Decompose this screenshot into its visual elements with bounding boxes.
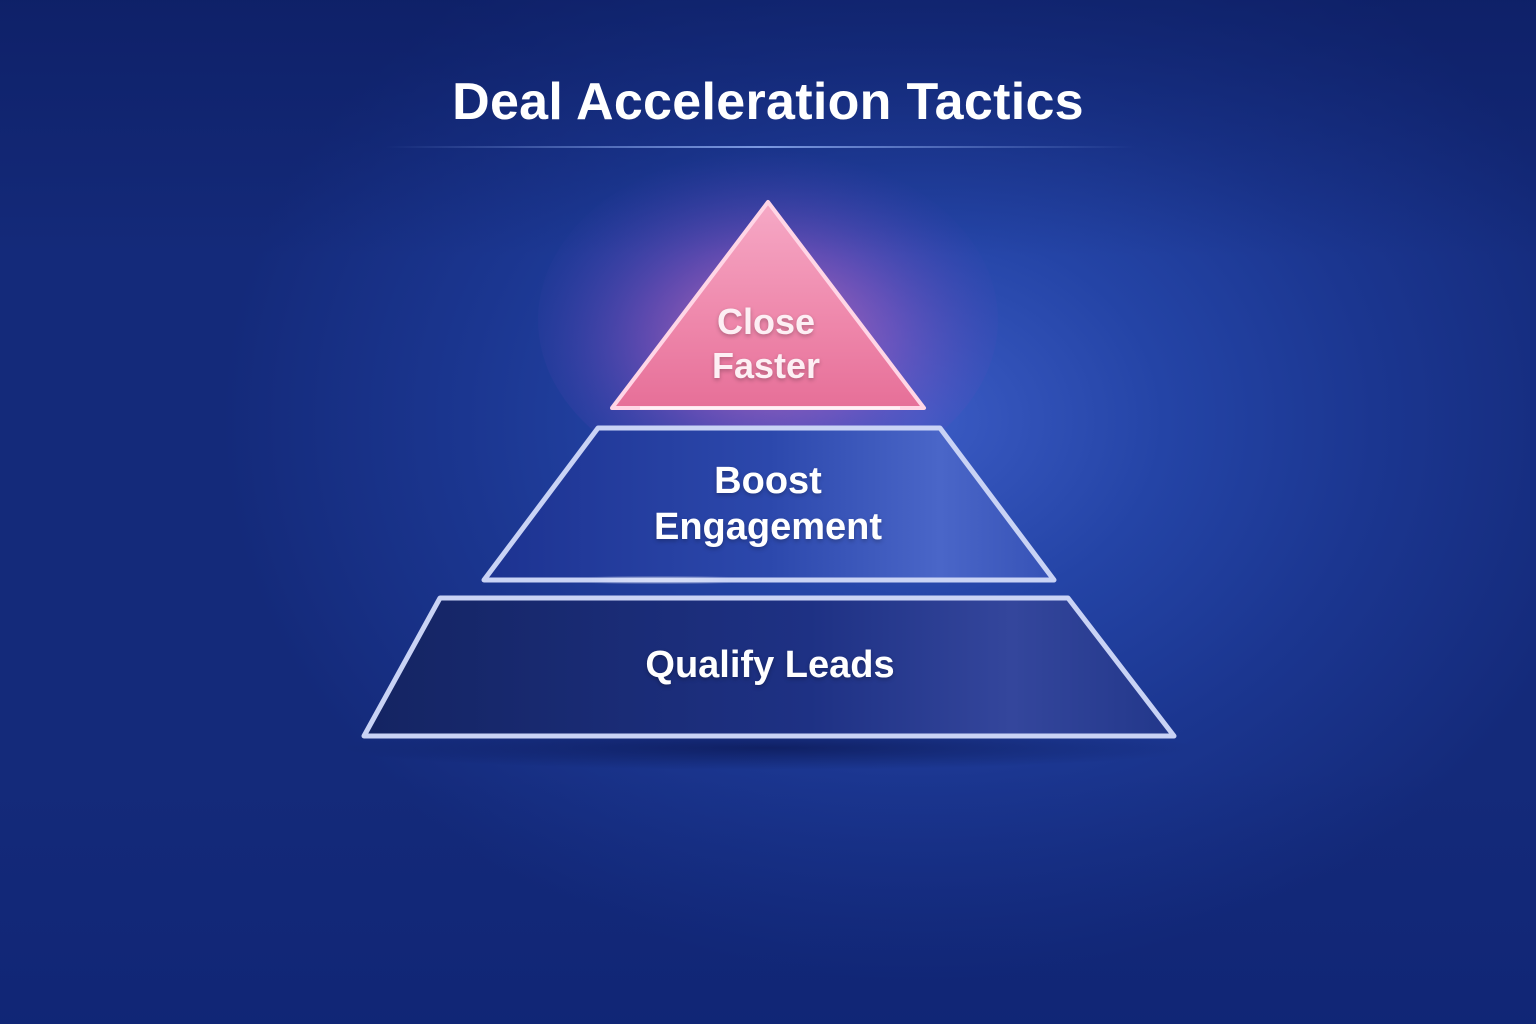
level-middle-label-line2: Engagement <box>653 506 883 548</box>
level-middle-label-line1: Boost <box>714 460 822 502</box>
title-divider <box>385 146 1135 148</box>
level-bottom-label: Qualify Leads <box>470 642 1070 688</box>
level-bottom-label-line1: Qualify Leads <box>645 644 895 686</box>
level-middle-label: Boost Engagement <box>568 458 968 550</box>
pyramid-level-top <box>610 200 926 410</box>
page-title: Deal Acceleration Tactics <box>452 73 1084 131</box>
pyramid-level-middle <box>481 425 1057 583</box>
level-top-label: Close Faster <box>668 300 864 388</box>
level-top-label-line1: Close <box>716 301 816 342</box>
level-top-label-line2: Faster <box>711 345 821 386</box>
pyramid-level-bottom <box>361 595 1177 739</box>
